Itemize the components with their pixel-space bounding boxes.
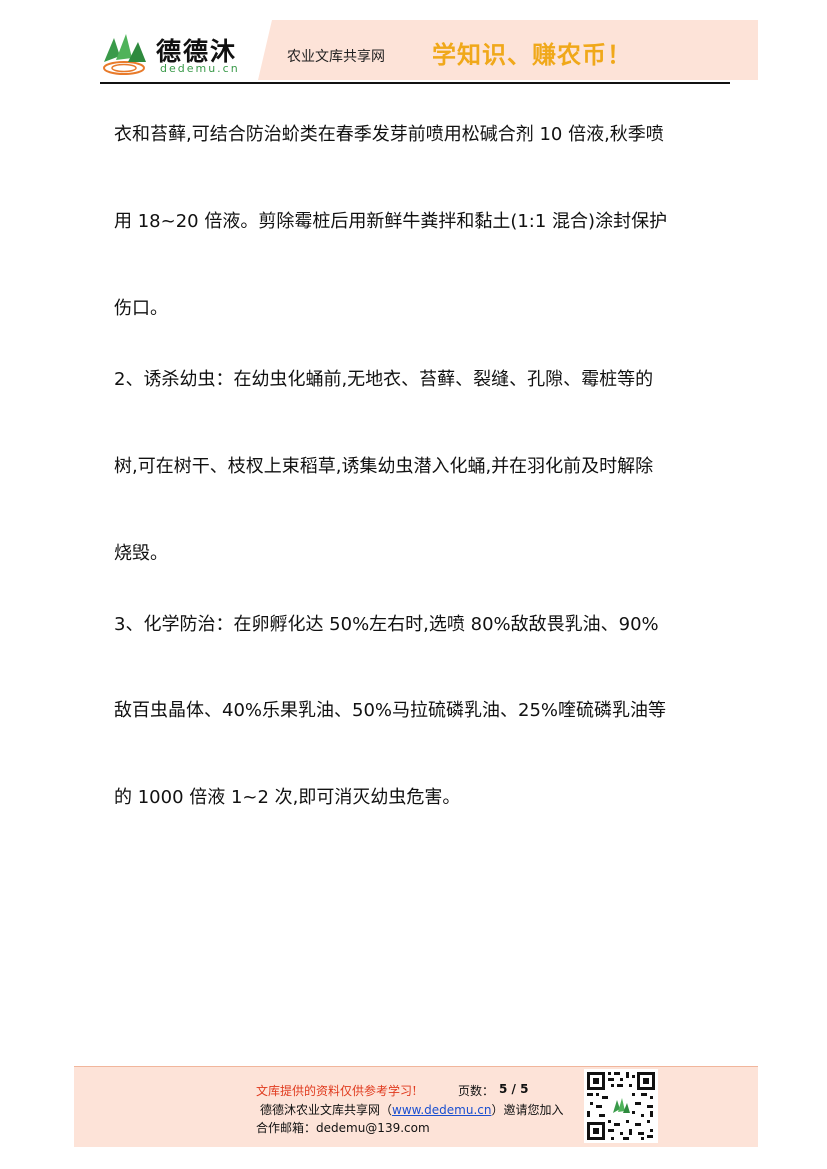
body-line: 2、诱杀幼虫：在幼虫化蛹前,无地衣、苔藓、裂缝、孔隙、霉桩等的	[114, 369, 654, 390]
body-line: 敌百虫晶体、40%乐果乳油、50%马拉硫磷乳油、25%喹硫磷乳油等	[114, 700, 667, 721]
dedemu-leaf-logo-icon	[103, 34, 146, 75]
footer-site-prefix: 德德沐农业文库共享网（	[260, 1103, 393, 1117]
footer-site-suffix: ）邀请您加入	[491, 1103, 564, 1117]
header-site-name: 农业文库共享网	[287, 49, 385, 65]
page-footer: 文库提供的资料仅供参考学习! 页数： 5 / 5 德德沐农业文库共享网（www.…	[74, 1066, 758, 1147]
footer-site-link[interactable]: www.dedemu.cn	[392, 1103, 492, 1117]
footer-email-label: 合作邮箱：	[256, 1121, 317, 1135]
footer-notice: 文库提供的资料仅供参考学习!	[256, 1084, 417, 1098]
body-line: 用 18~20 倍液。剪除霉桩后用新鲜牛粪拌和黏土(1:1 混合)涂封保护	[114, 211, 668, 232]
body-line: 的 1000 倍液 1~2 次,即可消灭幼虫危害。	[114, 787, 461, 808]
logo-text-en: dedemu.cn	[160, 62, 240, 75]
header-slogan: 学知识、赚农币！	[432, 40, 632, 69]
body-line: 3、化学防治：在卵孵化达 50%左右时,选喷 80%敌敌畏乳油、90%	[114, 614, 659, 635]
footer-email: 合作邮箱：dedemu@139.com	[256, 1119, 430, 1136]
qr-code-icon	[584, 1069, 658, 1143]
site-logo[interactable]: 德德沐 dedemu.cn	[100, 30, 260, 80]
page-count-label: 页数：	[458, 1084, 495, 1098]
page-count: 5 / 5	[499, 1082, 529, 1096]
logo-text-cn: 德德沐	[156, 37, 238, 66]
footer-invite: 德德沐农业文库共享网（www.dedemu.cn）邀请您加入	[260, 1101, 564, 1118]
banner-background	[258, 20, 758, 80]
footer-email-value[interactable]: dedemu@139.com	[316, 1121, 430, 1135]
body-line: 伤口。	[114, 298, 168, 319]
header-divider	[100, 82, 730, 84]
body-line: 树,可在树干、枝杈上束稻草,诱集幼虫潜入化蛹,并在羽化前及时解除	[114, 456, 654, 477]
body-line: 衣和苔藓,可结合防治蚧类在春季发芽前喷用松碱合剂 10 倍液,秋季喷	[114, 124, 664, 145]
header-banner	[258, 20, 758, 80]
body-line: 烧毁。	[114, 543, 168, 564]
page-header: 德德沐 dedemu.cn 农业文库共享网 学知识、赚农币！	[0, 0, 827, 95]
